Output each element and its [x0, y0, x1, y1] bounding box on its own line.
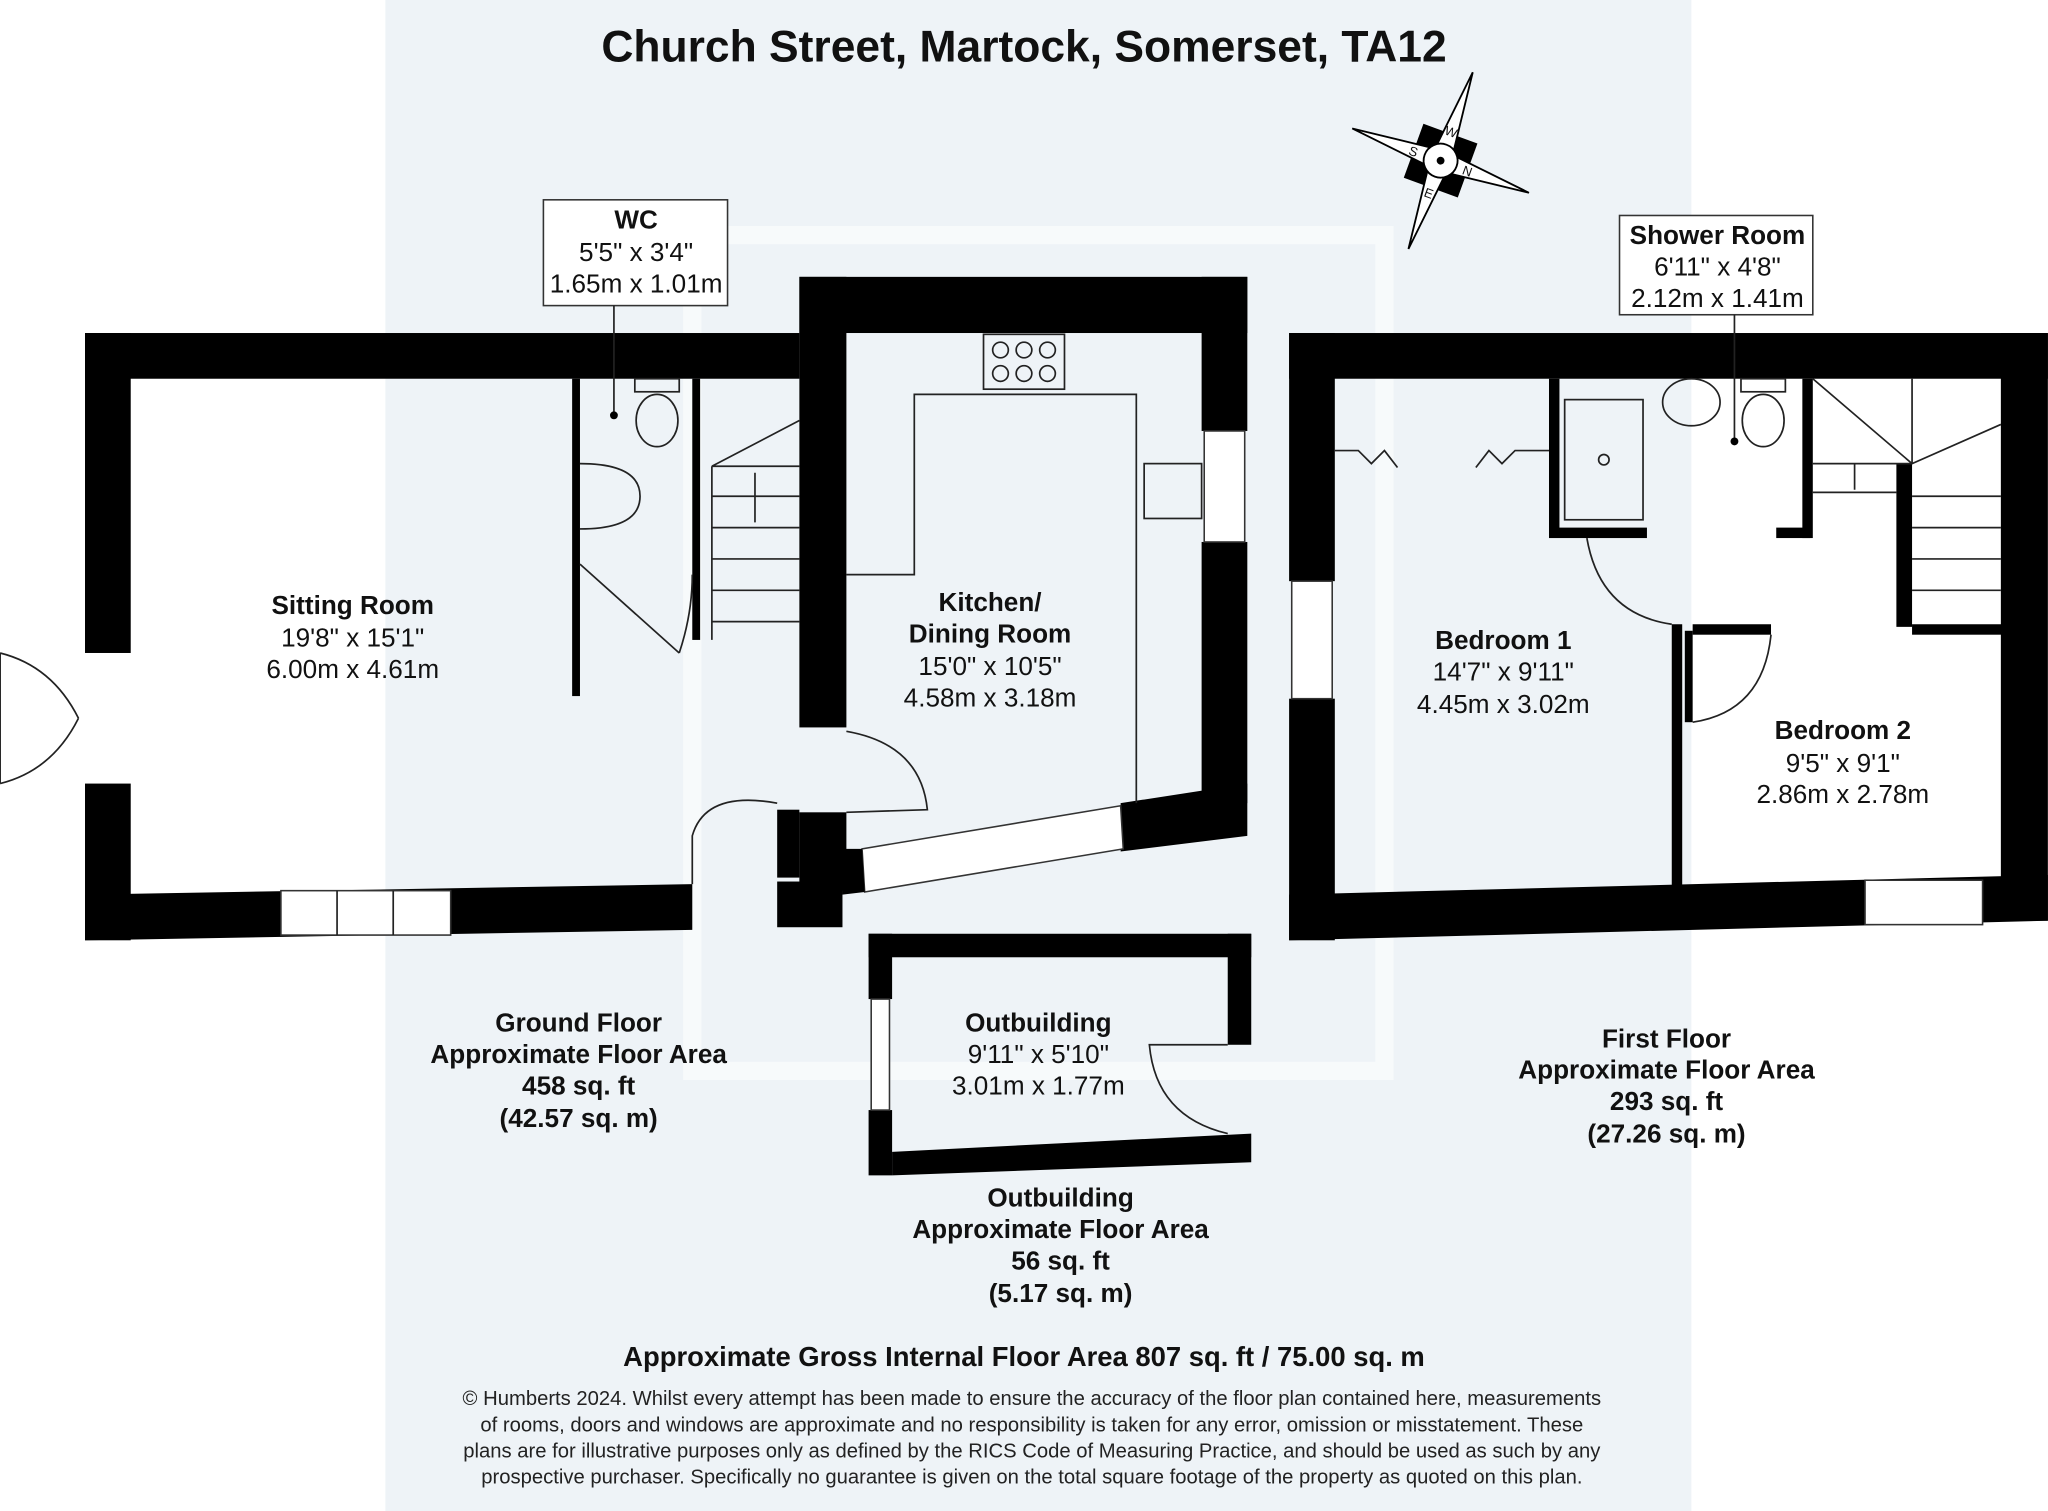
svg-text:(27.26 sq. m): (27.26 sq. m) [1587, 1119, 1745, 1149]
svg-text:15'0" x 10'5": 15'0" x 10'5" [918, 651, 1061, 681]
svg-text:19'8" x 15'1": 19'8" x 15'1" [281, 622, 424, 652]
svg-text:4.45m x 3.02m: 4.45m x 3.02m [1417, 689, 1590, 719]
svg-text:Outbuilding: Outbuilding [987, 1183, 1133, 1213]
svg-text:5'5" x 3'4": 5'5" x 3'4" [579, 237, 693, 267]
svg-text:293 sq. ft: 293 sq. ft [1610, 1086, 1723, 1116]
svg-text:9'5" x 9'1": 9'5" x 9'1" [1786, 748, 1900, 778]
svg-text:6.00m x 4.61m: 6.00m x 4.61m [266, 654, 439, 684]
svg-text:Kitchen/: Kitchen/ [939, 587, 1042, 617]
svg-text:9'11" x 5'10": 9'11" x 5'10" [968, 1039, 1109, 1069]
svg-text:Dining Room: Dining Room [909, 619, 1071, 649]
svg-text:Approximate Floor Area: Approximate Floor Area [912, 1214, 1209, 1244]
svg-text:4.58m x 3.18m: 4.58m x 3.18m [904, 683, 1077, 713]
watermark-logo [683, 225, 1394, 1081]
svg-text:Approximate Floor Area: Approximate Floor Area [430, 1039, 727, 1069]
svg-text:2.12m x 1.41m: 2.12m x 1.41m [1631, 283, 1804, 313]
svg-text:Outbuilding: Outbuilding [965, 1008, 1111, 1038]
svg-text:6'11" x 4'8": 6'11" x 4'8" [1654, 252, 1781, 282]
room-label-outbuilding: Outbuilding 9'11" x 5'10" 3.01m x 1.77m [952, 1008, 1125, 1101]
svg-text:Sitting Room: Sitting Room [272, 590, 434, 620]
svg-text:plans are for illustrative pur: plans are for illustrative purposes only… [463, 1440, 1601, 1462]
disclaimer: © Humberts 2024. Whilst every attempt ha… [463, 1388, 1602, 1488]
svg-text:Approximate Floor Area: Approximate Floor Area [1518, 1055, 1815, 1085]
first-floor-plan [1289, 333, 2048, 941]
svg-text:Bedroom 2: Bedroom 2 [1775, 715, 1911, 745]
svg-text:prospective purchaser. Specifi: prospective purchaser. Specifically no g… [481, 1467, 1582, 1489]
shower-room-label-box [1618, 214, 1814, 316]
svg-text:(5.17 sq. m): (5.17 sq. m) [989, 1278, 1133, 1308]
svg-text:56 sq. ft: 56 sq. ft [1011, 1245, 1110, 1275]
room-label-wc: WC 5'5" x 3'4" 1.65m x 1.01m [550, 205, 723, 299]
svg-text:© Humberts 2024. Whilst every: © Humberts 2024. Whilst every attempt ha… [463, 1388, 1602, 1410]
room-label-sitting-room: Sitting Room 19'8" x 15'1" 6.00m x 4.61m [266, 590, 439, 684]
wc-label-box [542, 199, 729, 307]
svg-text:W: W [1443, 123, 1460, 142]
ground-floor-plan [0, 276, 1248, 941]
ground-floor-area: Ground Floor Approximate Floor Area 458 … [430, 1008, 727, 1133]
svg-text:WC: WC [614, 205, 658, 235]
svg-text:of rooms, doors and windows ar: of rooms, doors and windows are approxim… [480, 1414, 1583, 1436]
svg-text:14'7" x 9'11": 14'7" x 9'11" [1433, 656, 1574, 686]
page-title: Church Street, Martock, Somerset, TA12 [601, 22, 1446, 71]
svg-text:3.01m x 1.77m: 3.01m x 1.77m [952, 1070, 1125, 1100]
svg-text:Ground Floor: Ground Floor [495, 1008, 662, 1038]
outbuilding-plan [868, 933, 1252, 1176]
svg-text:Shower Room: Shower Room [1630, 220, 1806, 250]
outbuilding-area: Outbuilding Approximate Floor Area 56 sq… [912, 1183, 1209, 1308]
gross-area: Approximate Gross Internal Floor Area 80… [623, 1341, 1425, 1372]
svg-text:1.65m x 1.01m: 1.65m x 1.01m [550, 269, 723, 299]
room-label-bedroom-1: Bedroom 1 14'7" x 9'11" 4.45m x 3.02m [1417, 625, 1590, 719]
svg-text:(42.57 sq. m): (42.57 sq. m) [500, 1103, 658, 1133]
room-label-kitchen: Kitchen/ Dining Room 15'0" x 10'5" 4.58m… [904, 587, 1077, 712]
room-label-bedroom-2: Bedroom 2 9'5" x 9'1" 2.86m x 2.78m [1756, 715, 1929, 809]
svg-text:458 sq. ft: 458 sq. ft [522, 1070, 635, 1100]
svg-text:Bedroom 1: Bedroom 1 [1435, 625, 1571, 655]
svg-text:2.86m x 2.78m: 2.86m x 2.78m [1756, 779, 1929, 809]
first-floor-area: First Floor Approximate Floor Area 293 s… [1518, 1023, 1815, 1148]
svg-text:First Floor: First Floor [1602, 1023, 1731, 1053]
room-label-shower-room: Shower Room 6'11" x 4'8" 2.12m x 1.41m [1630, 220, 1806, 313]
compass-icon: N E S W [1351, 71, 1530, 250]
